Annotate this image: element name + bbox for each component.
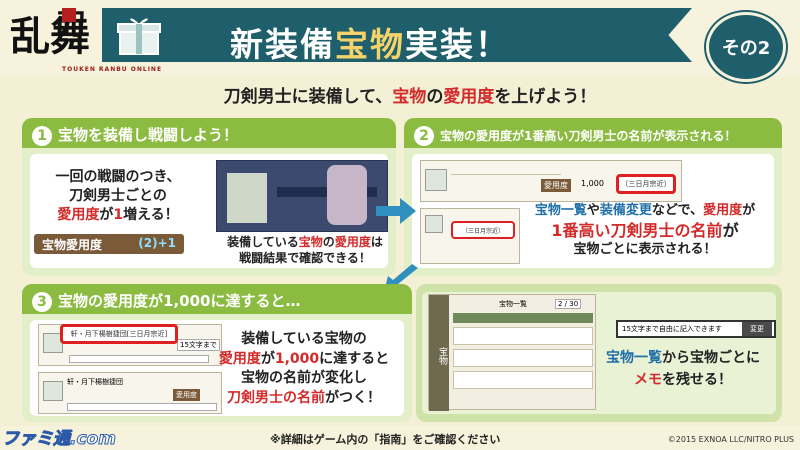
footer bbox=[0, 426, 800, 450]
step-title: 宝物の愛用度が1番高い刀剣男士の名前が表示される！ bbox=[440, 129, 737, 143]
copyright: ©2015 EXNOA LLC/NITRO PLUS bbox=[667, 435, 794, 444]
top-owner-name-box: 〔三日月宗近〕 bbox=[616, 174, 676, 194]
part-badge: その2 bbox=[706, 12, 786, 82]
step-3-description: 装備している宝物の 愛用度が1,000に達すると 宝物の名前が変化し 刀剣男士の… bbox=[218, 331, 390, 406]
mock-favor-label: 愛用度 bbox=[541, 179, 571, 192]
treasure-detail-screenshot: 轩・月下楊樹捷団 愛用度 bbox=[38, 372, 222, 414]
arrow-right-icon bbox=[376, 198, 416, 224]
gift-box-icon bbox=[117, 18, 161, 55]
mock-favor-label-3: 愛用度 bbox=[173, 389, 200, 401]
favor-tag-value: (2)+1 bbox=[138, 236, 176, 250]
side-label: 宝物 bbox=[429, 295, 449, 411]
step-2-description: 宝物一覧や装備変更などで、愛用度が 1番高い刀剣男士の名前が 宝物ごとに表示され… bbox=[534, 203, 756, 258]
title-post: 実装！ bbox=[405, 25, 510, 64]
favor-tag: 宝物愛用度 (2)+1 bbox=[34, 234, 184, 254]
mock-name-plain: 轩・月下楊樹捷団 bbox=[67, 378, 123, 386]
step-2-header: 2 宝物の愛用度が1番高い刀剣男士の名前が表示される！ bbox=[404, 118, 782, 148]
mock-memo: 15文字まで bbox=[177, 339, 220, 351]
renamed-treasure-box: 轩・月下楊樹捷団[三日月宗近] bbox=[60, 324, 178, 344]
top-owner-name-box-2: 〔三日月宗近〕 bbox=[451, 221, 515, 239]
step-number: 2 bbox=[414, 126, 434, 146]
subtitle: 刀剣男士に装備して、宝物の愛用度を上げよう！ bbox=[223, 87, 597, 107]
step-1-description: 一回の戦闘のつき、 刀剣男士ごとの 愛用度が1増える！ bbox=[55, 169, 181, 223]
equip-change-screenshot: 〔三日月宗近〕 bbox=[420, 208, 520, 264]
step-number: 1 bbox=[32, 126, 52, 146]
step-3-header: 3 宝物の愛用度が1,000に達すると… bbox=[22, 284, 412, 314]
logo-subtext: TOUKEN RANBU ONLINE bbox=[62, 66, 163, 73]
treasure-list-panel: 宝物 宝物一覧 2 / 30 bbox=[428, 294, 596, 411]
step-1-header: 1 宝物を装備し戦闘しよう！ bbox=[22, 118, 396, 148]
title-furigana: ほうもつ bbox=[358, 10, 402, 21]
memo-description: 宝物一覧から宝物ごとに メモを残せる！ bbox=[606, 350, 760, 388]
page-title: 新装備宝物実装！ bbox=[230, 18, 510, 66]
footer-note: ※詳細はゲーム内の「指南」をご確認ください bbox=[270, 433, 501, 446]
step-number: 3 bbox=[32, 292, 52, 312]
title-ribbon bbox=[102, 8, 692, 62]
memo-input-field: 15文字まで自由に記入できます bbox=[616, 320, 776, 338]
favor-tag-label: 宝物愛用度 bbox=[42, 238, 103, 252]
mock-favor-value: 1,000 bbox=[581, 179, 604, 188]
panel-page: 2 / 30 bbox=[555, 299, 582, 309]
step-title: 宝物を装備し戦闘しよう！ bbox=[58, 126, 239, 144]
logo-char-1: 乱舞 bbox=[10, 13, 90, 60]
step-title: 宝物の愛用度が1,000に達すると… bbox=[58, 292, 301, 310]
famitsu-logo: ファミ通.com bbox=[2, 429, 117, 450]
memo-input-text: 15文字まで自由に記入できます bbox=[622, 325, 722, 333]
step-1-caption: 装備している宝物の愛用度は 戦闘結果で確認できる！ bbox=[227, 235, 383, 266]
title-pre: 新装備 bbox=[230, 25, 335, 64]
touken-ranbu-logo: 乱舞 刀 bbox=[10, 7, 90, 60]
memo-change-button: 変更 bbox=[742, 322, 772, 336]
title-highlight: 宝物 bbox=[335, 25, 405, 64]
panel-title: 宝物一覧 bbox=[499, 300, 527, 308]
battle-result-screenshot bbox=[216, 160, 388, 232]
